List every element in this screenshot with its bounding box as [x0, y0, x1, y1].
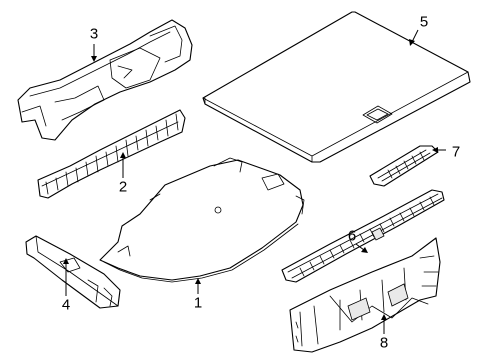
callout-2: 2 — [119, 179, 127, 196]
callout-5: 5 — [420, 14, 428, 31]
part-1-floor-mat[interactable] — [99, 157, 305, 283]
part-2-bracket[interactable] — [37, 109, 186, 199]
leader-lines — [63, 29, 446, 334]
callout-1: 1 — [194, 295, 202, 312]
callout-3: 3 — [90, 26, 98, 43]
part-7-sill-cover[interactable] — [369, 145, 439, 187]
callout-6: 6 — [348, 228, 356, 245]
callout-8: 8 — [380, 335, 388, 352]
part-5-load-floor[interactable] — [202, 11, 471, 163]
part-4-side-trim[interactable] — [25, 235, 121, 309]
callout-4: 4 — [62, 297, 70, 314]
part-8-reinforcement[interactable] — [289, 237, 441, 353]
callout-7: 7 — [452, 144, 460, 161]
callout-labels: 3 2 1 4 5 7 6 8 — [62, 14, 460, 352]
part-6-sill-plate[interactable] — [281, 189, 445, 283]
part-3-trim-panel[interactable] — [17, 19, 193, 141]
